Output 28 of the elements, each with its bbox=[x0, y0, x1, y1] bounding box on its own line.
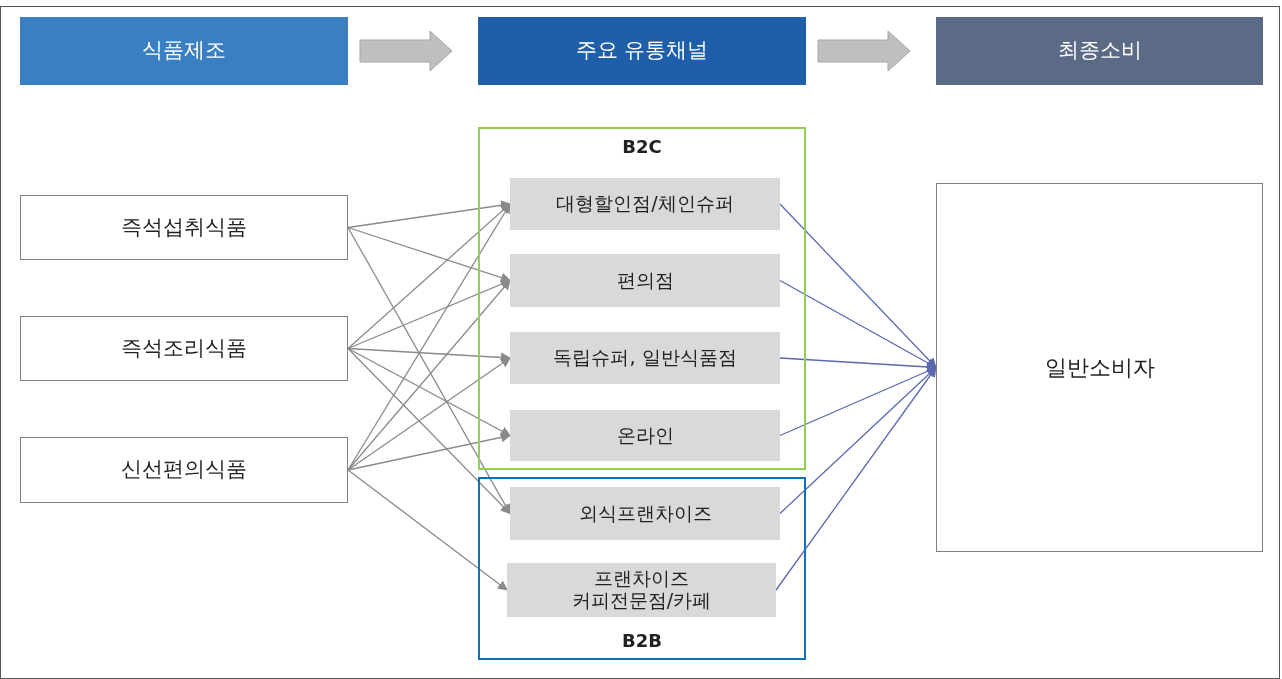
header-bar: 식품제조 bbox=[20, 17, 348, 85]
source-box: 신선편의식품 bbox=[20, 437, 348, 503]
channel-box: 대형할인점/체인슈퍼 bbox=[510, 178, 780, 230]
arrow bbox=[347, 347, 511, 437]
header-bar: 주요 유통채널 bbox=[478, 17, 806, 85]
arrow bbox=[347, 279, 511, 350]
group-label: B2B bbox=[622, 629, 662, 653]
channel-box: 프랜차이즈 커피전문점/카페 bbox=[507, 563, 776, 617]
target-box: 일반소비자 bbox=[936, 183, 1263, 552]
group-label: B2C bbox=[622, 135, 662, 159]
arrow bbox=[347, 226, 511, 283]
header-bar: 최종소비 bbox=[936, 17, 1263, 85]
arrow bbox=[347, 347, 511, 515]
group-frame bbox=[478, 477, 806, 660]
arrow bbox=[347, 432, 511, 471]
arrow bbox=[347, 469, 508, 591]
source-box: 즉석섭취식품 bbox=[20, 195, 348, 260]
source-box: 즉석조리식품 bbox=[20, 316, 348, 381]
channel-box: 독립슈퍼, 일반식품점 bbox=[510, 332, 780, 384]
block-arrow bbox=[817, 30, 911, 72]
group-frame bbox=[478, 127, 806, 470]
arrow bbox=[347, 200, 511, 229]
arrow bbox=[347, 279, 511, 471]
channel-box: 외식프랜차이즈 bbox=[510, 487, 780, 540]
channel-box: 편의점 bbox=[510, 254, 780, 307]
arrow bbox=[347, 357, 511, 471]
channel-box: 온라인 bbox=[510, 410, 780, 461]
block-arrow bbox=[359, 30, 453, 72]
